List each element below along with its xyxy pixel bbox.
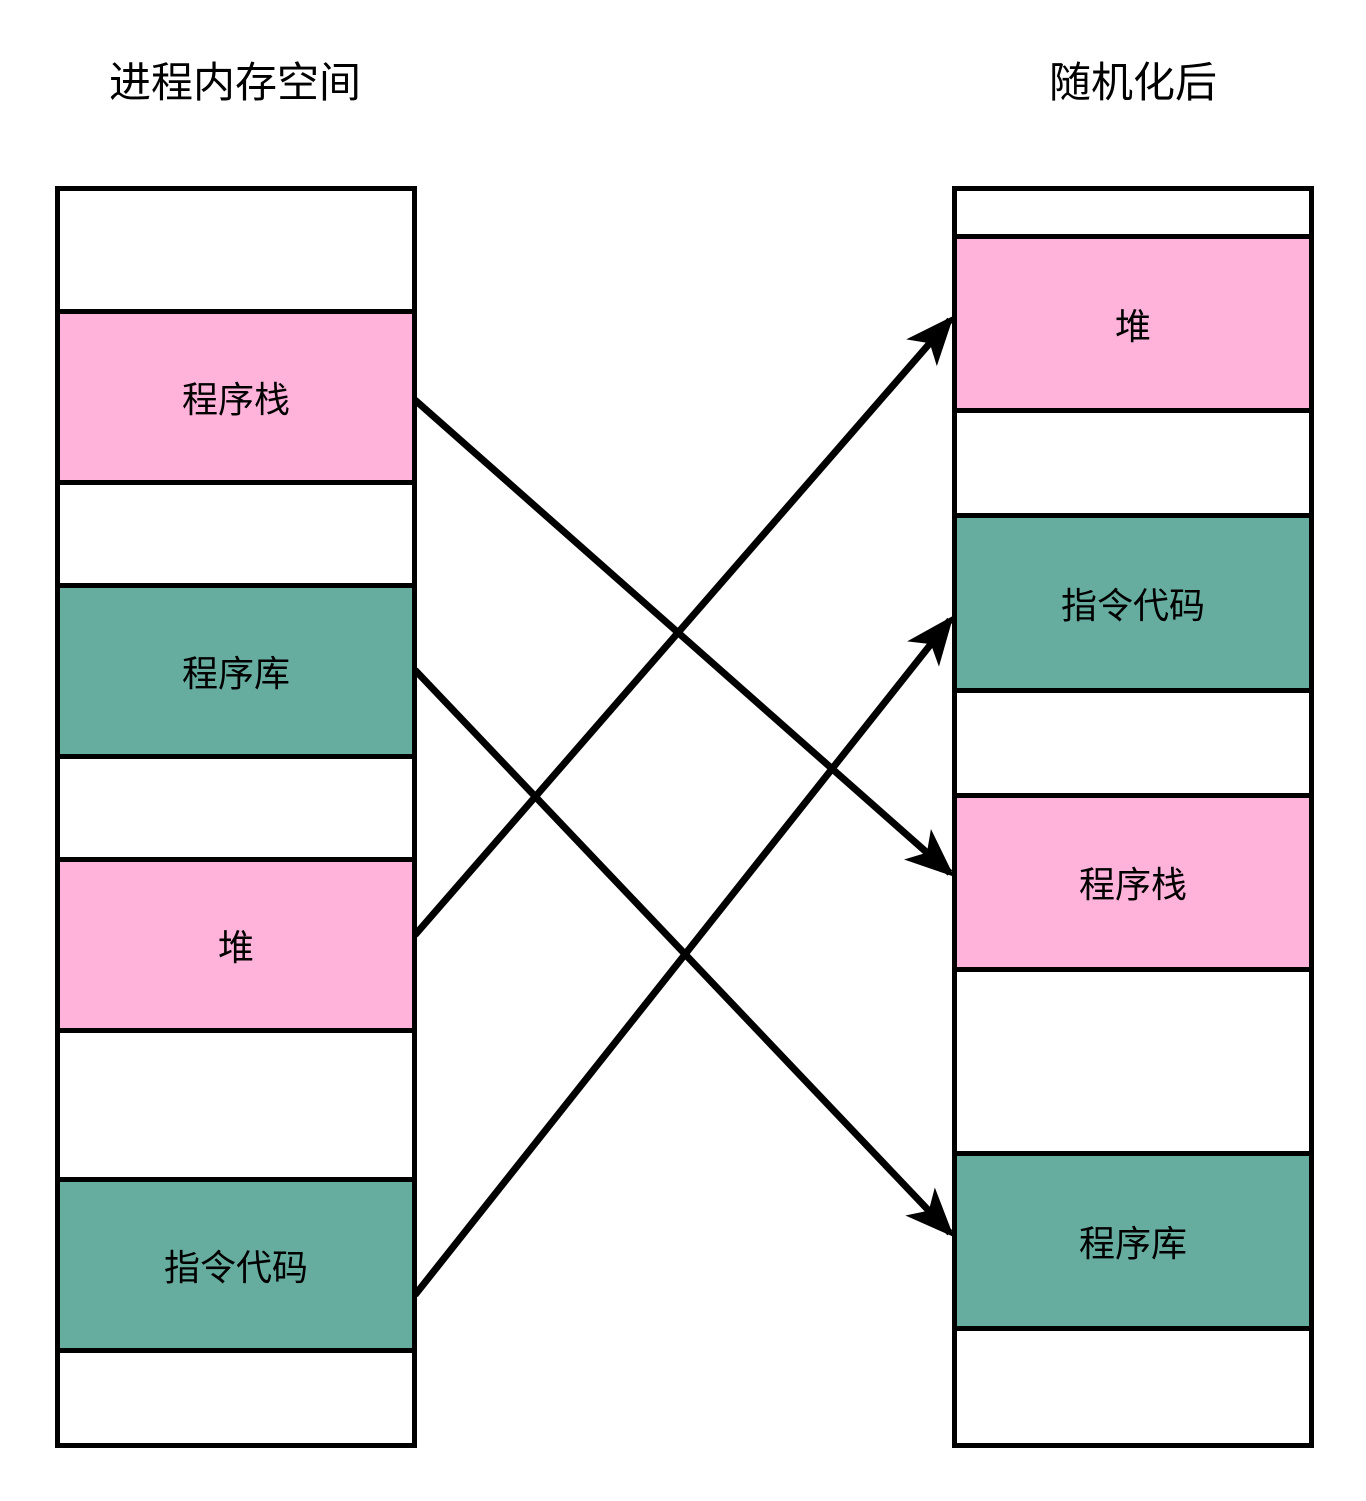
right-segment-label: 程序栈 (1078, 864, 1187, 906)
left-segment-label: 程序库 (181, 653, 290, 694)
arrow-程序库-to-程序库 (412, 667, 954, 1238)
randomized-memory-column: 堆指令代码程序栈程序库 (952, 186, 1314, 1448)
left-segment-empty-2 (60, 485, 412, 583)
left-segment-指令代码: 指令代码 (60, 1177, 412, 1353)
right-segment-empty-0 (957, 191, 1309, 234)
right-segment-程序栈: 程序栈 (957, 792, 1309, 972)
left-segment-程序栈: 程序栈 (60, 309, 412, 485)
process-memory-column: 程序栈程序库堆指令代码 (55, 186, 417, 1448)
left-segment-empty-6 (60, 1033, 412, 1177)
left-column-title: 进程内存空间 (108, 59, 361, 106)
right-segment-指令代码: 指令代码 (957, 513, 1309, 693)
right-segment-堆: 堆 (957, 233, 1309, 414)
right-segment-label: 程序库 (1078, 1223, 1187, 1265)
right-segment-empty-6 (957, 971, 1309, 1152)
left-segment-empty-4 (60, 759, 412, 857)
left-segment-程序库: 程序库 (60, 583, 412, 759)
arrow-程序栈-to-程序栈 (412, 397, 955, 877)
left-segment-label: 程序栈 (181, 379, 290, 420)
right-segment-label: 指令代码 (1060, 584, 1205, 626)
right-column-title: 随机化后 (1048, 59, 1217, 106)
right-segment-empty-2 (957, 413, 1309, 514)
right-segment-label: 堆 (1114, 305, 1151, 347)
left-segment-label: 堆 (217, 927, 254, 968)
left-segment-empty-0 (60, 191, 412, 309)
left-segment-label: 指令代码 (163, 1247, 308, 1288)
right-segment-empty-8 (957, 1330, 1309, 1443)
arrow-堆-to-堆 (412, 315, 954, 938)
right-segment-empty-4 (957, 692, 1309, 793)
right-segment-程序库: 程序库 (957, 1151, 1309, 1331)
arrow-指令代码-to-指令代码 (412, 615, 954, 1298)
left-segment-堆: 堆 (60, 857, 412, 1033)
left-segment-empty-8 (60, 1353, 412, 1443)
